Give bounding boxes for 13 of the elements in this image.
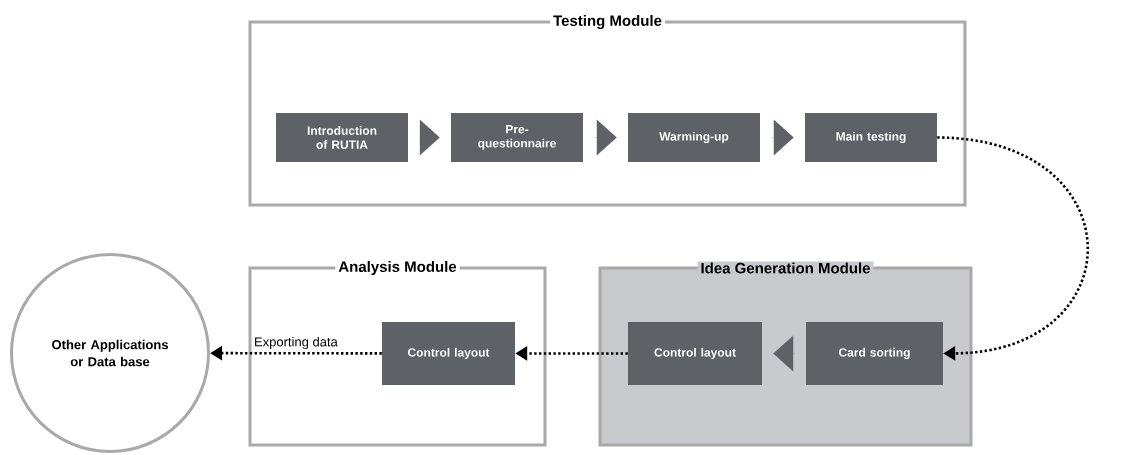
step-box: Control layout [628, 322, 762, 385]
chevron-arrow [419, 119, 440, 156]
chevron-arrow [771, 119, 794, 156]
step-box: Pre- questionnaire [451, 113, 583, 162]
chevron-arrow [773, 335, 795, 372]
step-box: Main testing [805, 113, 937, 162]
step-box: Warming-up [628, 113, 760, 162]
edge-label: Exporting data [255, 336, 338, 350]
step-box: Card sorting [806, 322, 943, 385]
step-box: Control layout [382, 322, 515, 385]
chevron-arrow [594, 119, 617, 156]
step-box: Introduction of RUTIA [276, 113, 408, 162]
dotted-arrow [937, 136, 1089, 361]
